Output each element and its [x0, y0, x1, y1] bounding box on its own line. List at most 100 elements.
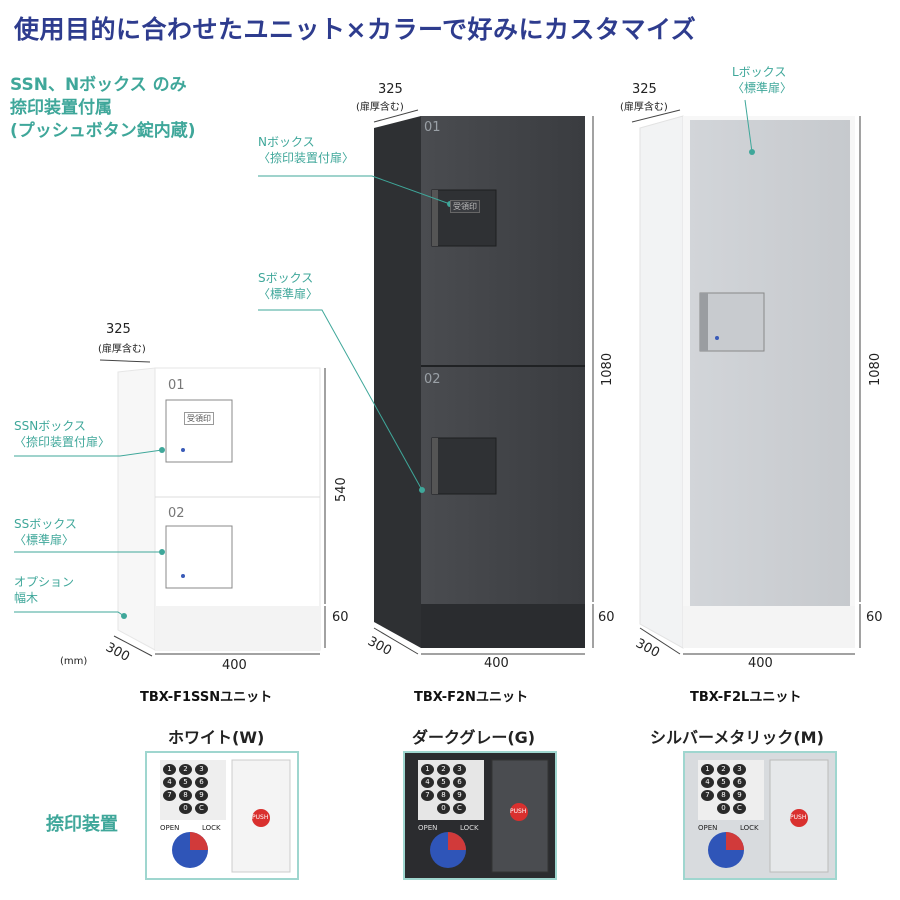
device-push-text-white: PUSH	[252, 814, 269, 821]
right-height: 1080	[868, 352, 883, 386]
callout-option-sub: 幅木	[14, 591, 39, 605]
keypad-key: 7	[701, 790, 714, 801]
callout-n-box-sub: 〈捺印装置付扉〉	[258, 151, 355, 165]
keypad-key: 4	[701, 777, 714, 788]
callout-lines	[14, 99, 753, 617]
keypad-key: 2	[437, 764, 450, 775]
keypad-key: 1	[421, 764, 434, 775]
keypad-key: C	[733, 803, 746, 814]
keypad-key: 9	[733, 790, 746, 801]
callout-l-box-name: Lボックス	[732, 65, 787, 79]
device-push-text-gray: PUSH	[510, 808, 527, 815]
callout-ssn-box-sub: 〈捺印装置付扉〉	[14, 435, 111, 449]
callout-ssn-box-name: SSNボックス	[14, 419, 86, 433]
callout-n-box-name: Nボックス	[258, 135, 315, 149]
keypad-key: 9	[453, 790, 466, 801]
keypad-key: 1	[701, 764, 714, 775]
keypad-key: 3	[195, 764, 208, 775]
keypad-key: 0	[437, 803, 450, 814]
dimension-lines	[99, 109, 861, 657]
left-depth: 325	[106, 322, 131, 337]
left-height: 540	[334, 477, 349, 502]
callout-option: オプション 幅木	[14, 574, 74, 606]
keypad-key: 9	[195, 790, 208, 801]
keypad-key: 1	[163, 764, 176, 775]
middle-stamp-label: 受領印	[450, 200, 480, 213]
callout-option-name: オプション	[14, 575, 75, 589]
note-line-2: 捺印装置付属	[10, 98, 112, 118]
keypad-key: 0	[717, 803, 730, 814]
device-push-text-silver: PUSH	[790, 814, 807, 821]
keypad-key: 8	[437, 790, 450, 801]
callout-ssn-box: SSNボックス 〈捺印装置付扉〉	[14, 418, 110, 450]
device-label: 捺印装置	[46, 814, 118, 835]
unit-mm-label: (mm)	[60, 656, 88, 667]
keypad-key: 5	[437, 777, 450, 788]
callout-l-box-sub: 〈標準扉〉	[732, 81, 793, 95]
note-line-1: SSN、Nボックス のみ	[10, 75, 187, 95]
middle-box-2-number: 02	[424, 372, 441, 387]
left-box-1-number: 01	[168, 378, 185, 393]
device-lock-text-silver: LOCK	[740, 824, 759, 832]
middle-width: 400	[484, 656, 509, 671]
keypad-key: 7	[421, 790, 434, 801]
left-box-2-number: 02	[168, 506, 185, 521]
callout-s-box-name: Sボックス	[258, 271, 314, 285]
keypad-key: 3	[453, 764, 466, 775]
right-base: 60	[866, 610, 883, 625]
keypad-key: 6	[733, 777, 746, 788]
model-right: TBX-F2Lユニット	[690, 690, 802, 705]
left-stamp-label: 受領印	[184, 412, 214, 425]
keypad-key: 4	[421, 777, 434, 788]
device-open-text-silver: OPEN	[698, 824, 718, 832]
middle-depth-note: (扉厚含む)	[356, 102, 404, 113]
callout-ss-box: SSボックス 〈標準扉〉	[14, 516, 77, 548]
callout-ss-box-name: SSボックス	[14, 517, 77, 531]
unit-left-shape	[117, 367, 321, 651]
page-title: 使用目的に合わせたユニット×カラーで好みにカスタマイズ	[14, 15, 697, 44]
device-open-text-white: OPEN	[160, 824, 180, 832]
keypad-key: 7	[163, 790, 176, 801]
middle-base: 60	[598, 610, 615, 625]
model-middle: TBX-F2Nユニット	[414, 690, 528, 705]
keypad-key: 4	[163, 777, 176, 788]
callout-ss-box-sub: 〈標準扉〉	[14, 533, 75, 547]
keypad-key: 3	[733, 764, 746, 775]
unit-right-shape	[639, 115, 855, 649]
keypad-key: C	[195, 803, 208, 814]
keypad-key: 6	[195, 777, 208, 788]
keypad-key: 2	[179, 764, 192, 775]
left-base: 60	[332, 610, 349, 625]
keypad-key: 5	[179, 777, 192, 788]
middle-height: 1080	[600, 352, 615, 386]
right-depth-note: (扉厚含む)	[620, 102, 668, 113]
color-silver-label: シルバーメタリック(M)	[650, 728, 824, 747]
callout-l-box: Lボックス 〈標準扉〉	[732, 64, 792, 96]
middle-depth: 325	[378, 82, 403, 97]
right-depth: 325	[632, 82, 657, 97]
callout-s-box: Sボックス 〈標準扉〉	[258, 270, 318, 302]
note-line-3: (プッシュボタン錠内蔵)	[10, 121, 196, 141]
feature-note: SSN、Nボックス のみ 捺印装置付属 (プッシュボタン錠内蔵)	[10, 74, 196, 143]
keypad-key: 2	[717, 764, 730, 775]
keypad-key: 5	[717, 777, 730, 788]
left-depth-note: (扉厚含む)	[98, 344, 146, 355]
keypad-key: C	[453, 803, 466, 814]
device-lock-text-white: LOCK	[202, 824, 221, 832]
unit-middle-shape	[374, 116, 585, 648]
callout-n-box: Nボックス 〈捺印装置付扉〉	[258, 134, 354, 166]
color-white-label: ホワイト(W)	[168, 728, 265, 747]
device-panel-silver	[683, 751, 837, 880]
right-width: 400	[748, 656, 773, 671]
device-open-text-gray: OPEN	[418, 824, 438, 832]
device-lock-text-gray: LOCK	[460, 824, 479, 832]
keypad-key: 0	[179, 803, 192, 814]
keypad-key: 8	[179, 790, 192, 801]
keypad-key: 8	[717, 790, 730, 801]
keypad-key: 6	[453, 777, 466, 788]
model-left: TBX-F1SSNユニット	[140, 690, 273, 705]
callout-s-box-sub: 〈標準扉〉	[258, 287, 319, 301]
color-gray-label: ダークグレー(G)	[412, 728, 536, 747]
left-width: 400	[222, 658, 247, 673]
